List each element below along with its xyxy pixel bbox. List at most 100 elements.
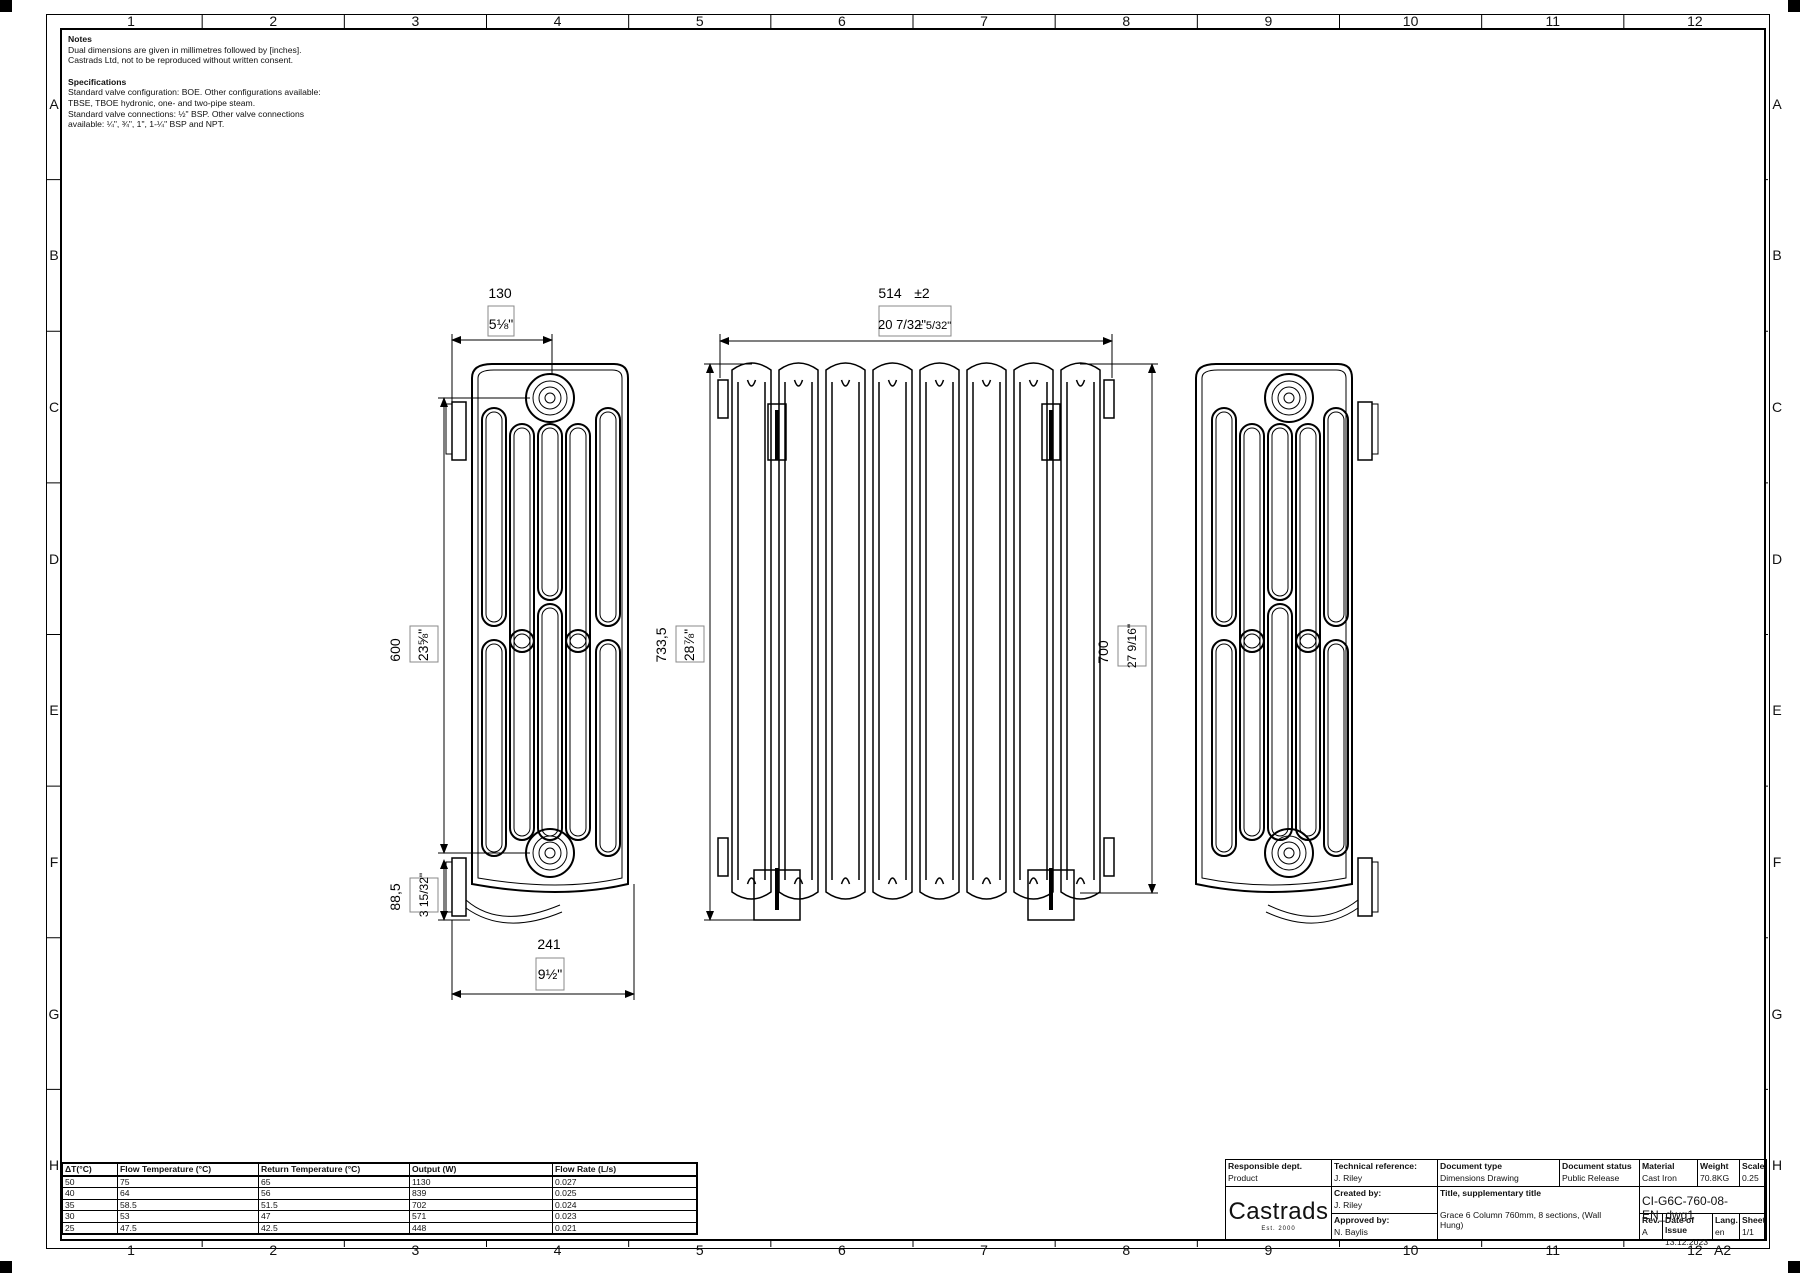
- dim-height2-mm: 700: [1095, 640, 1111, 664]
- dim-width-mm: 514: [878, 285, 902, 301]
- drawing-number: CI-G6C-760-08-EN_dwg1: [1642, 1194, 1729, 1222]
- grid-column-label: 2: [269, 13, 278, 29]
- table-cell: 64: [117, 1187, 259, 1200]
- column-tube: [595, 639, 621, 857]
- scale-label: Scale: [1742, 1161, 1765, 1171]
- grid-column-label: 6: [838, 1242, 846, 1258]
- tech-ref-value: J. Riley: [1334, 1173, 1363, 1183]
- grid-row-label: H: [48, 1157, 60, 1174]
- table-header: ΔT(°C): [61, 1162, 118, 1177]
- table-cell: 35: [61, 1198, 118, 1211]
- drawing-title: Grace 6 Column 760mm, 8 sections, (Wall …: [1440, 1210, 1602, 1230]
- material-value: Cast Iron: [1642, 1173, 1677, 1183]
- created-by-cell: Created by: J. Riley: [1332, 1187, 1438, 1214]
- spec-line: Standard valve connections: ½" BSP. Othe…: [68, 108, 305, 119]
- rev-cell: Rev. A: [1640, 1214, 1663, 1241]
- material-cell: Material Cast Iron: [1640, 1160, 1698, 1187]
- table-cell: 42.5: [258, 1221, 410, 1235]
- dim-height-mm: 733,5: [653, 627, 669, 662]
- grid-row-label: C: [48, 399, 60, 416]
- dim-depth-in: 5⅛": [489, 316, 513, 332]
- radiator-section: [731, 362, 772, 900]
- tech-ref-cell: Technical reference: J. Riley: [1332, 1160, 1438, 1187]
- table-cell: 0.023: [552, 1210, 698, 1223]
- approved-by-value: N. Baylis: [1334, 1227, 1368, 1237]
- table-cell: 0.024: [552, 1198, 698, 1211]
- radiator-section: [825, 362, 866, 900]
- column-tube: [595, 407, 621, 627]
- table-cell: 53: [117, 1210, 259, 1223]
- scale-value: 0.25: [1742, 1173, 1759, 1183]
- grid-column-label: 3: [411, 13, 420, 29]
- grid-row-label: F: [49, 853, 59, 870]
- dim-width-in: 20 7/32": [878, 317, 926, 332]
- rev-value: A: [1642, 1227, 1648, 1237]
- grid-column-label: 9: [1264, 13, 1273, 29]
- dim-bracket-mm: 241: [537, 936, 561, 952]
- lang-value: en: [1715, 1227, 1725, 1237]
- doc-status-cell: Document status Public Release: [1560, 1160, 1640, 1187]
- notes-line: Castrads Ltd, not to be reproduced witho…: [68, 55, 293, 66]
- specifications-heading: Specifications: [68, 76, 127, 87]
- radiator-section: [966, 362, 1007, 900]
- doc-type-value: Dimensions Drawing: [1440, 1173, 1519, 1183]
- grid-column-label: 11: [1545, 13, 1561, 29]
- table-header: Return Temperature (°C): [258, 1162, 410, 1177]
- grid-column-label: 5: [695, 1242, 704, 1258]
- grid-column-label: 6: [838, 13, 846, 29]
- table-cell: 30: [61, 1210, 118, 1223]
- radiator-section: [1013, 362, 1054, 900]
- table-header: Flow Temperature (°C): [117, 1162, 259, 1177]
- column-tube: [509, 629, 535, 841]
- date-value: 13.12.2023: [1665, 1237, 1709, 1247]
- material-label: Material: [1642, 1161, 1675, 1171]
- table-cell: 58.5: [117, 1198, 259, 1211]
- corner-mark-br: [1788, 1261, 1800, 1273]
- table-cell: 839: [409, 1187, 553, 1200]
- grid-row-label: G: [48, 1005, 60, 1022]
- dim-centres-mm: 600: [387, 638, 403, 662]
- column-tube: [1323, 407, 1349, 627]
- spec-line: available: ¼", ¾", 1", 1-¼" BSP and NPT.: [68, 119, 225, 130]
- grid-row-label: B: [49, 247, 59, 264]
- paper-size-label: A2: [1714, 1242, 1732, 1258]
- table-cell: 448: [409, 1221, 553, 1235]
- grid-row-label: C: [1771, 399, 1783, 416]
- weight-cell: Weight 70.8KG: [1698, 1160, 1740, 1187]
- drawing-outer-frame: [46, 14, 1770, 1249]
- column-tube: [1267, 423, 1293, 601]
- grid-column-label: 7: [980, 13, 988, 29]
- grid-column-label: 7: [980, 1242, 988, 1258]
- grid-column-label: 5: [695, 13, 704, 29]
- dimension-lines: [438, 334, 1158, 1000]
- grid-row-label: D: [1771, 550, 1783, 567]
- table-cell: 0.027: [552, 1175, 698, 1188]
- table-cell: 702: [409, 1198, 553, 1211]
- doc-type-label: Document type: [1440, 1161, 1503, 1171]
- lang-label: Lang.: [1715, 1215, 1738, 1225]
- spec-line: TBSE, TBOE hydronic, one- and two-pipe s…: [68, 97, 256, 108]
- responsible-dept-value: Product: [1228, 1173, 1258, 1183]
- grid-row-label: F: [1772, 853, 1782, 870]
- date-label: Date of Issue: [1665, 1215, 1695, 1235]
- front-view: [717, 362, 1115, 921]
- table-cell: 51.5: [258, 1198, 410, 1211]
- grid-column-label: 10: [1402, 13, 1419, 29]
- grid-row-label: E: [49, 702, 59, 719]
- grid-row-label: E: [1772, 702, 1782, 719]
- castrads-logo: Castrads: [1228, 1198, 1329, 1225]
- table-cell: 50: [61, 1175, 118, 1188]
- corner-mark-tr: [1788, 0, 1800, 12]
- grid-column-label: 12: [1687, 13, 1703, 29]
- grid-row-label: A: [1772, 95, 1782, 112]
- grid-row-label: H: [1771, 1157, 1783, 1174]
- sheet-label: Sheet: [1742, 1215, 1766, 1225]
- approved-by-label: Approved by:: [1334, 1215, 1390, 1225]
- column-tube: [1211, 639, 1237, 857]
- table-header: Output (W): [409, 1162, 553, 1177]
- grid-row-label: A: [49, 95, 59, 112]
- table-cell: 56: [258, 1187, 410, 1200]
